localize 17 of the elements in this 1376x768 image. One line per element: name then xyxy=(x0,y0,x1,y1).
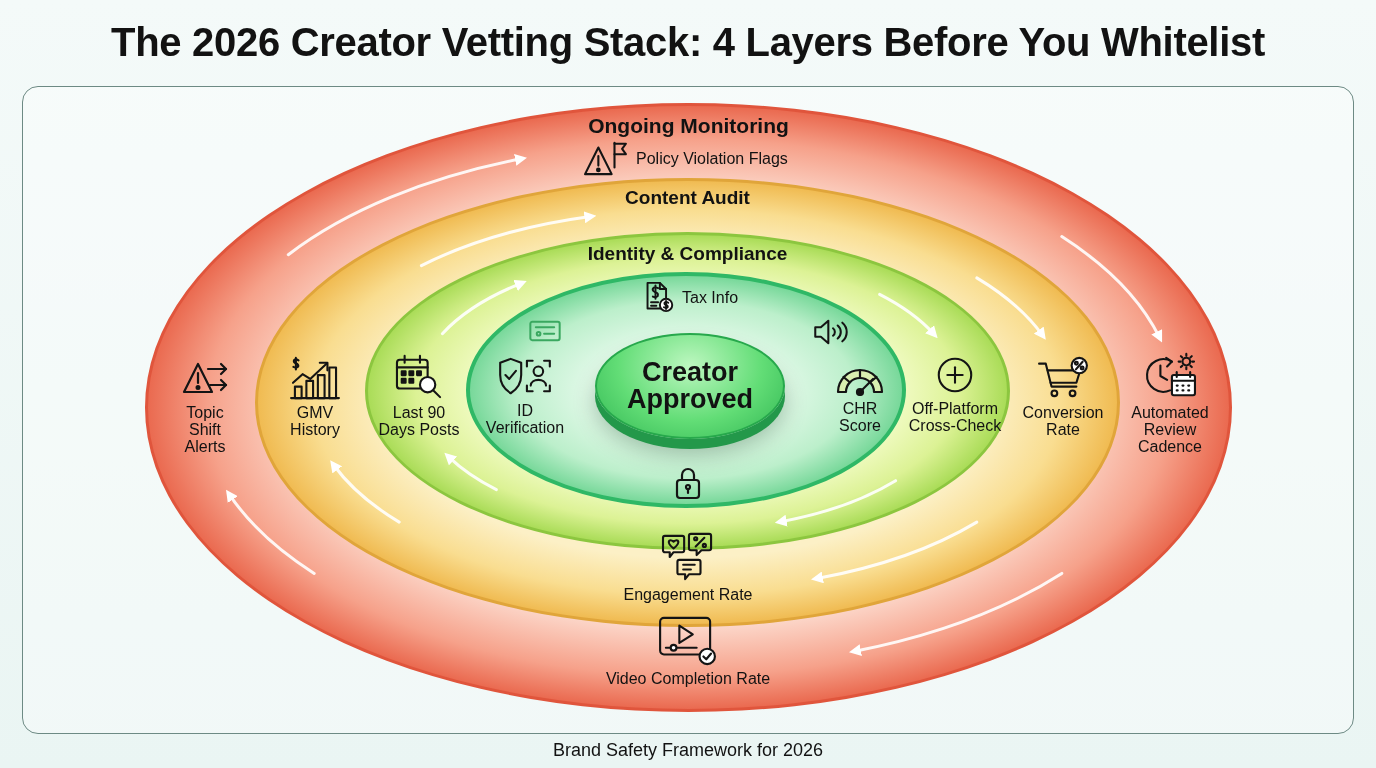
metric-label: Tax Info xyxy=(682,288,739,306)
metric-label: Conversion Rate xyxy=(1021,404,1105,438)
metric-label: Policy Violation Flags xyxy=(636,149,788,167)
ring-title: Ongoing Monitoring xyxy=(588,114,789,138)
metric-label: Last 90 Days Posts xyxy=(377,404,461,438)
metric-label: GMV History xyxy=(289,404,341,438)
metric-label: ID Verification xyxy=(484,402,566,436)
figure-caption: Brand Safety Framework for 2026 xyxy=(552,740,824,761)
metric-label: Topic Shift Alerts xyxy=(183,404,227,455)
metric-label: Video Completion Rate xyxy=(605,670,771,687)
ring-title: Content Audit xyxy=(625,187,750,209)
metric-label: CHR Score xyxy=(838,400,882,434)
diagram-title: The 2026 Creator Vetting Stack: 4 Layers Before You Whitelist xyxy=(111,20,1265,65)
metric-label: Engagement Rate xyxy=(623,586,753,603)
ring-title: Identity & Compliance xyxy=(587,243,788,265)
metric-label: Automated Review Cadence xyxy=(1130,404,1210,455)
metric-label: Off-Platform Cross-Check xyxy=(907,400,1003,434)
